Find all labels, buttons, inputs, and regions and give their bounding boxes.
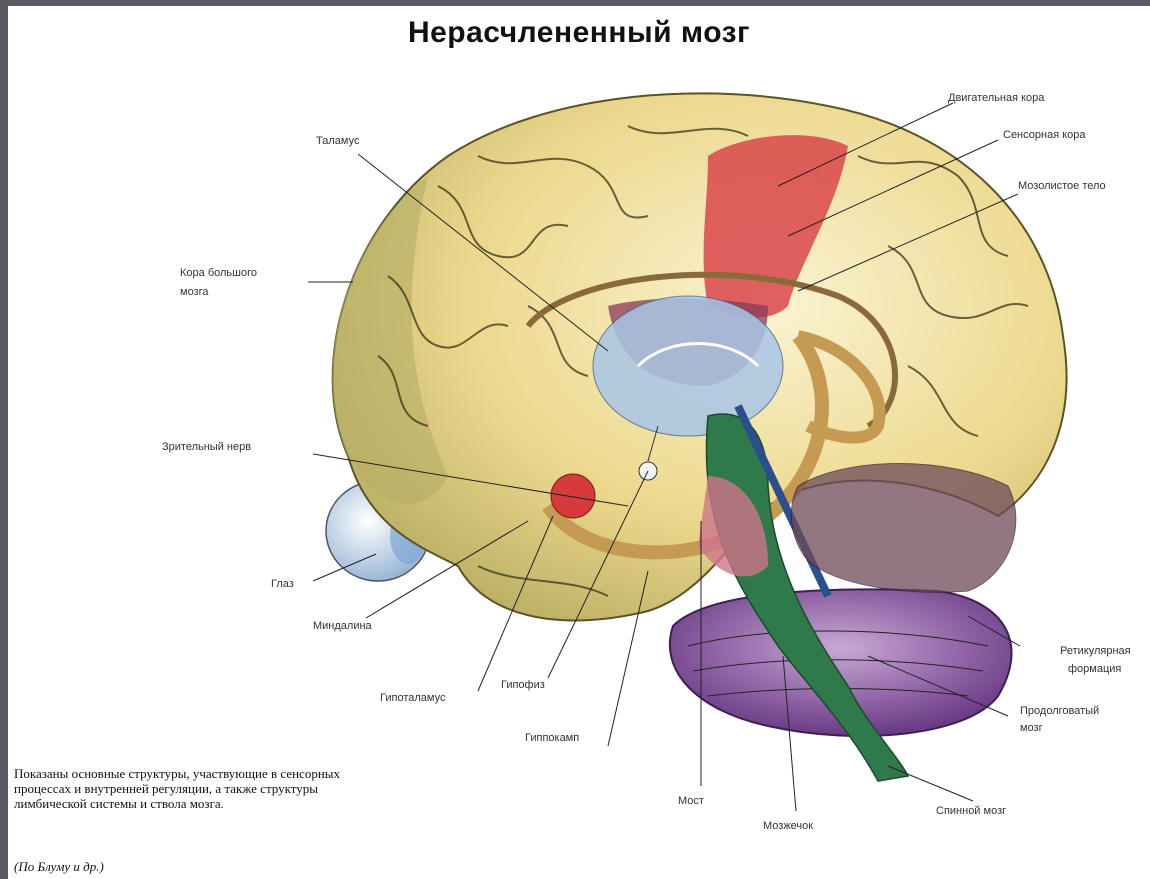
brain-illustration: Двигательная кора Сенсорная кора Мозолис… bbox=[8, 6, 1150, 879]
label-amygdala: Миндалина bbox=[313, 620, 373, 632]
label-pituitary: Гипофиз bbox=[501, 679, 545, 691]
label-spinal-cord: Спинной мозг bbox=[936, 805, 1006, 817]
label-hypothalamus: Гипоталамус bbox=[380, 692, 446, 704]
label-medulla-line1: Продолговатый bbox=[1020, 705, 1099, 717]
label-medulla-line2: мозг bbox=[1020, 722, 1043, 734]
label-cerebellum: Мозжечок bbox=[763, 820, 813, 832]
slide: Нерасчлененный мозг bbox=[8, 6, 1150, 879]
label-corpus-callosum: Мозолистое тело bbox=[1018, 180, 1106, 192]
label-reticular-line1: Ретикулярная bbox=[1060, 645, 1131, 657]
label-sensory-cortex: Сенсорная кора bbox=[1003, 129, 1086, 141]
label-optic-nerve: Зрительный нерв bbox=[162, 441, 251, 453]
label-cerebral-cortex-line1: Кора большого bbox=[180, 267, 257, 279]
figure-caption: Показаны основные структуры, участвующие… bbox=[14, 766, 374, 811]
label-hippocampus: Гиппокамп bbox=[525, 732, 579, 744]
figure-source: (По Блуму и др.) bbox=[14, 859, 104, 875]
label-eye: Глаз bbox=[271, 578, 294, 590]
label-cerebral-cortex-line2: мозга bbox=[180, 286, 209, 298]
label-thalamus: Таламус bbox=[316, 135, 360, 147]
label-pons: Мост bbox=[678, 795, 704, 807]
label-motor-cortex: Двигательная кора bbox=[948, 92, 1045, 104]
label-reticular-line2: формация bbox=[1068, 663, 1121, 675]
